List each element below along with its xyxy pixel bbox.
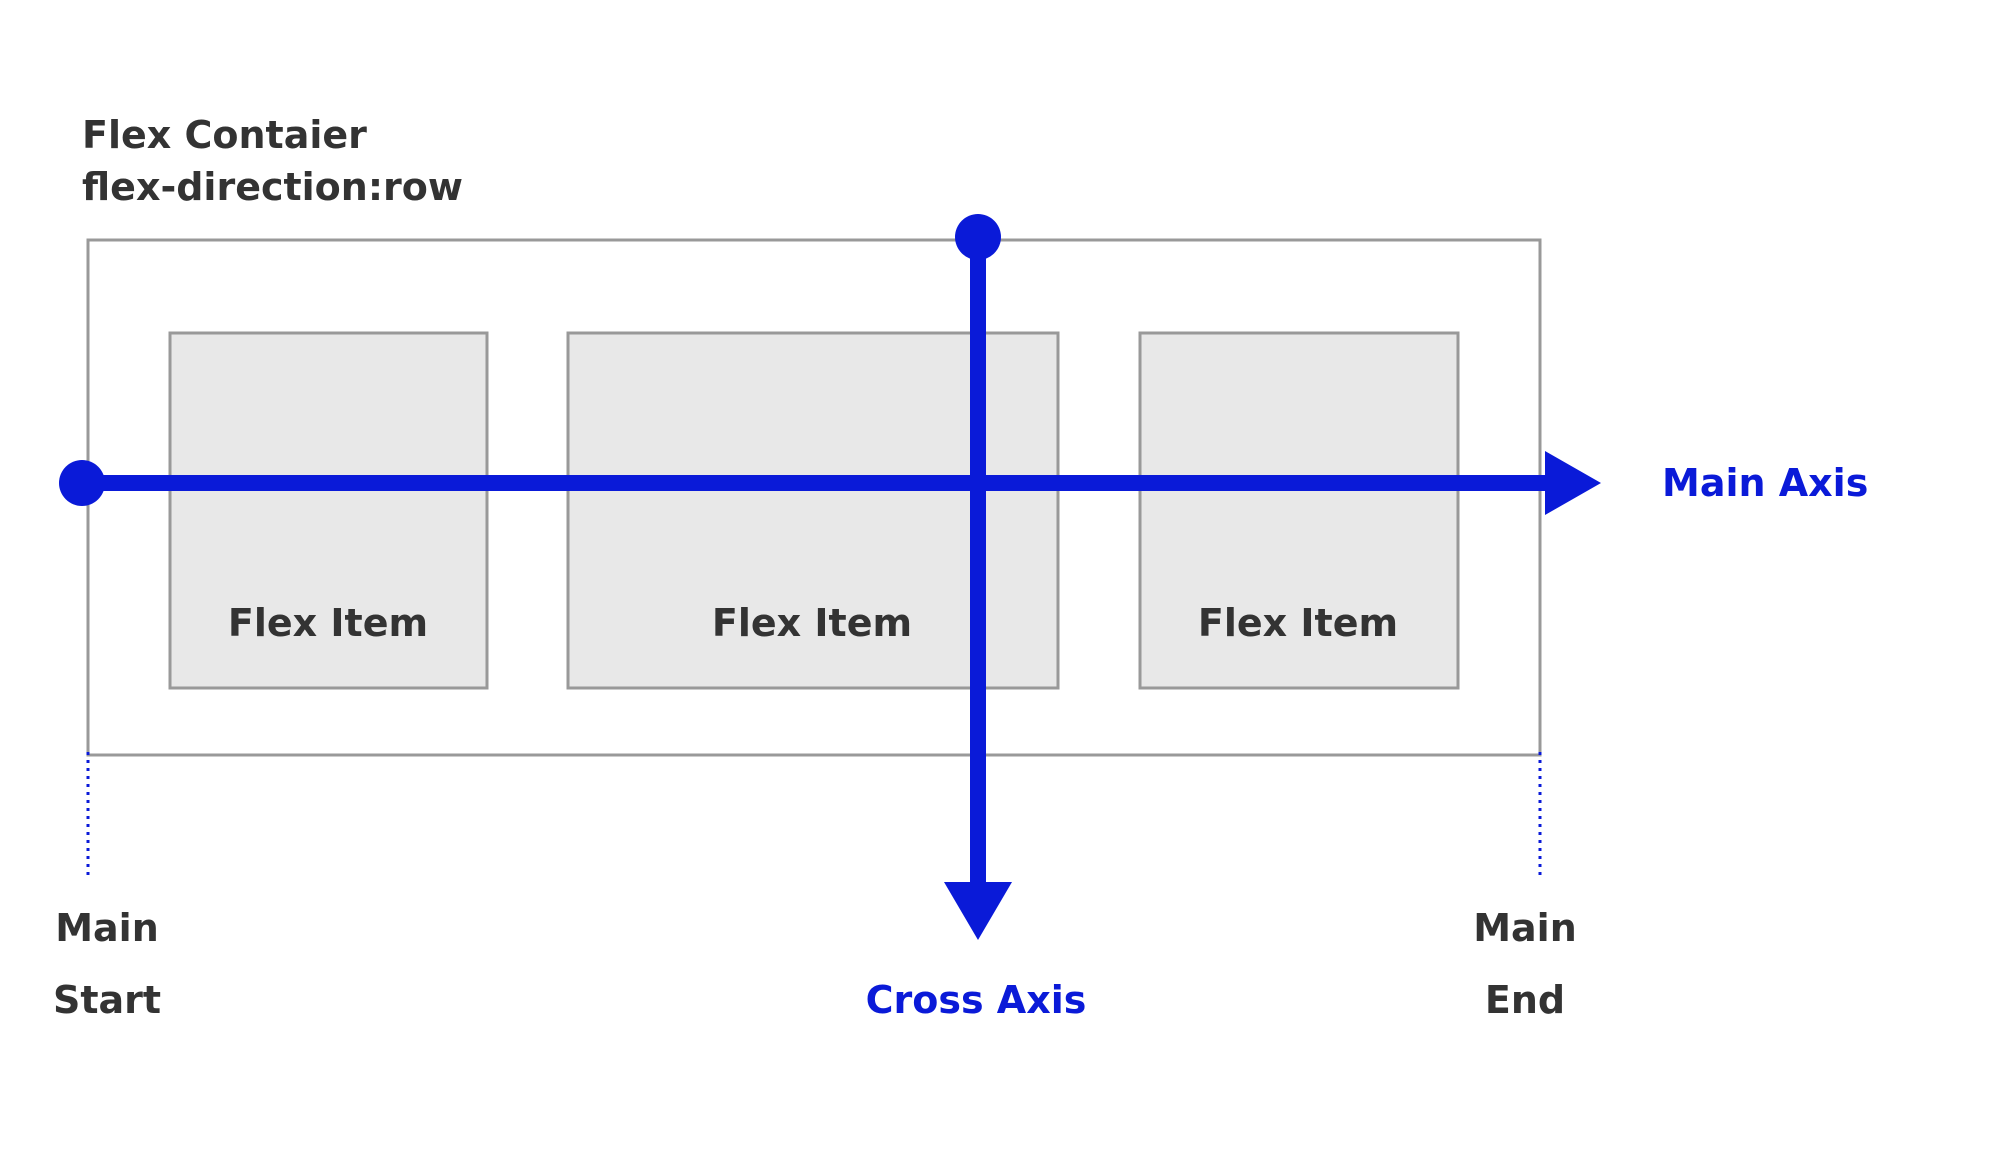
flex-item-3-label: Flex Item	[1198, 601, 1398, 645]
flex-item-1-label: Flex Item	[228, 601, 428, 645]
cross-axis-arrowhead	[944, 882, 1012, 940]
main-end-label-line2: End	[1485, 978, 1565, 1022]
main-axis-arrowhead	[1545, 451, 1601, 515]
container-title-line1: Flex Contaier	[82, 113, 367, 157]
flex-item-2-label: Flex Item	[712, 601, 912, 645]
cross-axis-label: Cross Axis	[866, 978, 1087, 1022]
main-end-label-line1: Main	[1473, 906, 1577, 950]
main-start-label-line2: Start	[53, 978, 161, 1022]
flex-item-3	[1138, 331, 1460, 690]
main-axis-start-dot	[59, 460, 105, 506]
main-start-label-line1: Main	[55, 906, 159, 950]
flex-item-1	[168, 331, 489, 690]
container-title-line2: flex-direction:row	[82, 165, 463, 209]
cross-axis-start-dot	[955, 214, 1001, 260]
main-axis-label: Main Axis	[1662, 461, 1868, 505]
